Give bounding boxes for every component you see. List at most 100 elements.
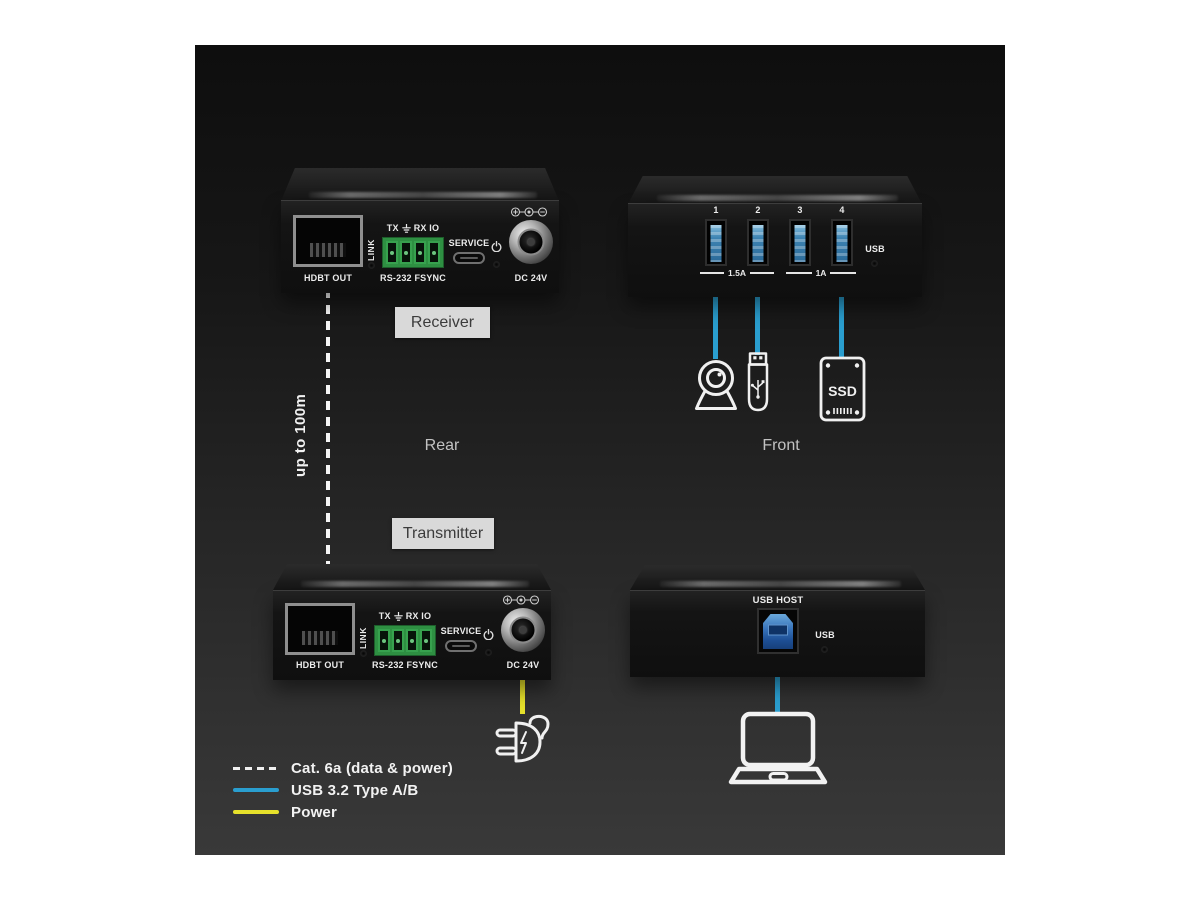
rs232-fsync-label: RS-232 FSYNC (380, 273, 446, 283)
hdbt-out-port (293, 215, 363, 267)
current-label-1a: 1A (815, 268, 827, 278)
rs232-fsync-label: RS-232 FSYNC (372, 660, 438, 670)
distance-label: up to 100m (292, 393, 309, 477)
legend-label: USB 3.2 Type A/B (291, 781, 419, 799)
current-label-15a: 1.5A (728, 268, 746, 278)
usb-a-port-1 (705, 219, 727, 266)
link-label: LINK (358, 627, 368, 649)
service-label: SERVICE (448, 238, 490, 248)
tx-label: TX (386, 223, 399, 233)
rs232-terminal-block (382, 237, 444, 268)
legend-row-cat6a: Cat. 6a (data & power) (233, 759, 453, 777)
etched-branding (300, 581, 529, 587)
usb-port-number: 2 (755, 205, 761, 215)
usb-a-port-2 (747, 219, 769, 266)
link-led (361, 651, 366, 656)
cat6a-cable-line (326, 257, 330, 645)
link-led (369, 263, 374, 268)
service-label: SERVICE (440, 626, 482, 636)
receiver-front-face: 1 2 3 4 1.5A 1A USB (628, 203, 922, 297)
legend-label: Cat. 6a (data & power) (291, 759, 453, 777)
power-plug-icon (495, 714, 550, 763)
etched-branding (308, 192, 537, 198)
ssd-icon: SSD (819, 356, 866, 422)
usb-b-host-port (757, 608, 799, 654)
terminal-pin (386, 241, 398, 264)
ssd-label: SSD (828, 383, 857, 399)
diagram-dark-canvas: up to 100m HDBT OUT LINK TX RX IO (195, 45, 1005, 855)
dc-24v-label: DC 24V (514, 273, 548, 283)
rear-label: Rear (424, 437, 460, 454)
legend-row-usb: USB 3.2 Type A/B (233, 781, 418, 799)
usb-led-label: USB (815, 630, 835, 640)
link-label: LINK (366, 239, 376, 261)
transmitter-front-device: USB HOST USB (630, 565, 925, 677)
hdbt-out-port (285, 603, 355, 655)
receiver-tag: Receiver (395, 307, 490, 338)
transmitter-rear-device: HDBT OUT LINK TX RX IO RS-232 FSYNC SERV… (273, 564, 551, 680)
rj45-pins (310, 243, 346, 257)
ground-icon (393, 612, 403, 622)
hdbt-out-label: HDBT OUT (303, 273, 353, 283)
txrx-label: TX RX IO (380, 223, 446, 234)
power-led (494, 262, 499, 267)
txrx-label: TX RX IO (372, 611, 438, 622)
ground-icon (401, 224, 411, 234)
usb-b-connector (763, 614, 793, 649)
usb-led (822, 647, 827, 652)
webcam-icon (695, 360, 737, 410)
terminal-pin (378, 629, 390, 652)
power-led (486, 650, 491, 655)
usb-port-number: 3 (797, 205, 803, 215)
rs232-terminal-block (374, 625, 436, 656)
legend-row-power: Power (233, 803, 337, 821)
usb-line-port2 (755, 261, 760, 355)
laptop-icon (728, 711, 828, 785)
current-group-1: 1.5A (700, 268, 774, 278)
device-top-surface (281, 168, 559, 201)
etched-branding (659, 581, 902, 587)
tx-label: TX (378, 611, 391, 621)
usb-port-number: 4 (839, 205, 845, 215)
power-line-sample (233, 810, 279, 814)
transmitter-rear-face: HDBT OUT LINK TX RX IO RS-232 FSYNC SERV… (273, 590, 551, 680)
usb-a-port-3 (789, 219, 811, 266)
transmitter-tag: Transmitter (392, 518, 494, 549)
usb-port-number: 1 (713, 205, 719, 215)
dc-24v-jack (509, 220, 553, 264)
device-top-surface (628, 176, 922, 204)
cat6a-line-sample (233, 766, 279, 770)
receiver-rear-face: HDBT OUT LINK TX RX IO RS-232 FSYNC SERV… (281, 200, 559, 293)
usb-flash-drive-icon (747, 352, 769, 412)
dc-polarity-icon (502, 595, 540, 605)
hdbt-out-label: HDBT OUT (295, 660, 345, 670)
power-icon (491, 241, 502, 252)
etched-branding (657, 195, 899, 201)
terminal-pin (414, 241, 426, 264)
transmitter-front-face: USB HOST USB (630, 590, 925, 677)
usb-host-label: USB HOST (752, 595, 804, 606)
receiver-rear-device: HDBT OUT LINK TX RX IO RS-232 FSYNC SERV… (281, 168, 559, 293)
usb-led (872, 261, 877, 266)
power-icon (483, 629, 494, 640)
rxio-label: RX IO (405, 611, 432, 621)
service-usbc-port (453, 252, 485, 264)
usb-line-host (775, 645, 780, 713)
dc-24v-label: DC 24V (506, 660, 540, 670)
usb-line-port4 (839, 261, 844, 357)
usb-line-port1 (713, 261, 718, 359)
terminal-pin (392, 629, 404, 652)
service-usbc-port (445, 640, 477, 652)
device-top-surface (273, 564, 551, 590)
current-group-2: 1A (786, 268, 856, 278)
front-label: Front (762, 437, 800, 454)
rxio-label: RX IO (413, 223, 440, 233)
usb-led-label: USB (865, 244, 885, 254)
usb-line-sample (233, 788, 279, 792)
dc-polarity-icon (510, 207, 548, 217)
receiver-front-device: 1 2 3 4 1.5A 1A USB (628, 176, 922, 297)
terminal-pin (420, 629, 432, 652)
legend-label: Power (291, 803, 338, 821)
dc-24v-jack (501, 608, 545, 652)
